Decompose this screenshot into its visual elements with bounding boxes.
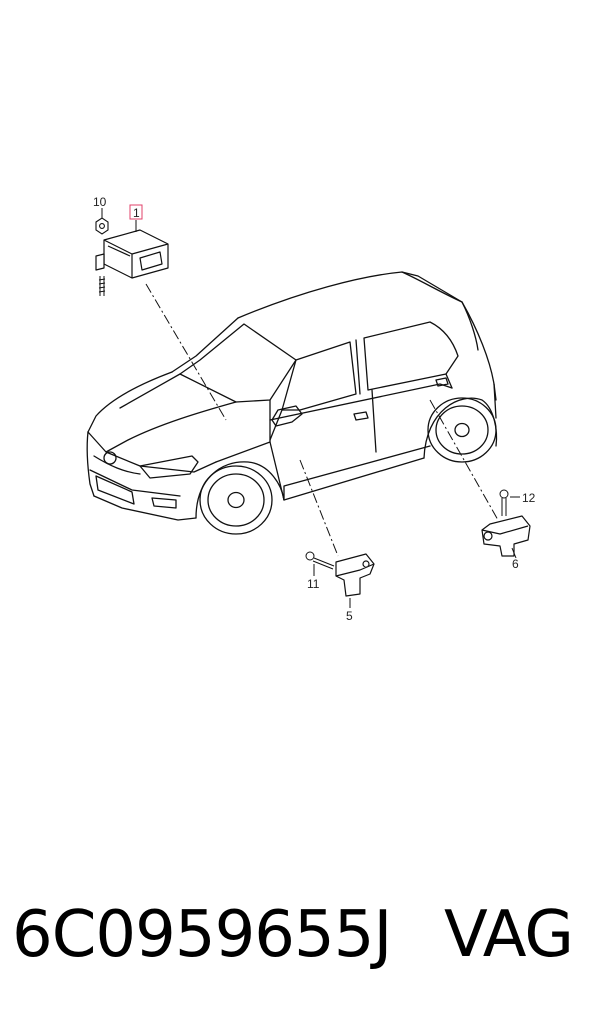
callout-1-highlight	[129, 204, 143, 220]
car-illustration	[86, 271, 498, 535]
brand-name: VAG	[444, 898, 574, 972]
callout-11-label: 11	[307, 577, 320, 591]
part-number: 6C0959655J	[12, 898, 392, 972]
parts-diagram: 1 10 12 6 11 5	[86, 195, 536, 623]
callout-10-label: 10	[93, 195, 107, 209]
mounting-nut	[95, 217, 109, 235]
threaded-stud	[98, 276, 106, 296]
callout-ticks	[101, 208, 520, 608]
callout-1-label: 1	[133, 206, 140, 220]
callout-6-label: 6	[512, 557, 519, 571]
callout-5-label: 5	[346, 609, 353, 623]
footer: 6C0959655J VAG	[0, 890, 600, 980]
crash-sensor-5	[335, 553, 375, 597]
sensor-bolt-11	[305, 551, 335, 570]
leader-lines	[145, 283, 499, 557]
sensor-bolt-12	[499, 489, 509, 516]
crash-sensor-6	[481, 515, 531, 557]
callout-12-label: 12	[522, 491, 536, 505]
airbag-control-unit	[95, 229, 169, 279]
